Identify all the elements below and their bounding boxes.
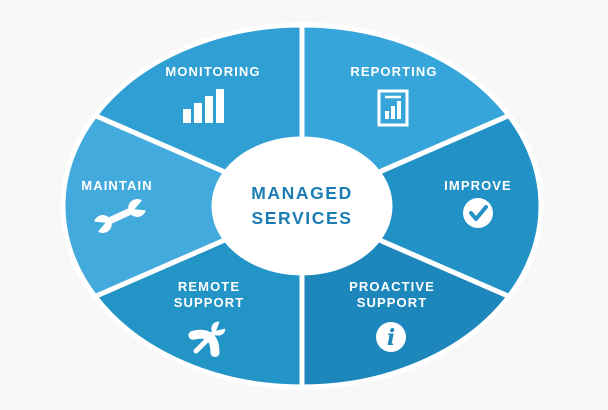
proactive-support-label-line1: PROACTIVE (349, 279, 435, 294)
check-circle-icon (463, 198, 493, 228)
proactive-support-label-line2: SUPPORT (357, 295, 428, 310)
wrench-icon (88, 196, 152, 236)
info-circle-icon: i (376, 322, 406, 352)
remote-support-label-line2: SUPPORT (174, 295, 245, 310)
info-glyph: i (387, 325, 395, 351)
center-title-line2: SERVICES (252, 208, 353, 228)
wrench-notch-right (134, 196, 152, 212)
improve-label: IMPROVE (444, 178, 512, 193)
check-mark (469, 205, 488, 221)
maintain-label: MAINTAIN (81, 178, 152, 193)
phone-wrench-icon (188, 317, 232, 358)
monitoring-label: MONITORING (165, 64, 260, 79)
bar-chart-icon (183, 89, 224, 123)
wrench-notch-left (88, 220, 106, 236)
remote-support-label-line1: REMOTE (178, 279, 240, 294)
report-document-icon (377, 89, 409, 127)
center-hub (212, 137, 392, 275)
phone-handset (188, 329, 220, 358)
center-title-line1: MANAGED (251, 183, 353, 203)
reporting-label: REPORTING (350, 64, 437, 79)
